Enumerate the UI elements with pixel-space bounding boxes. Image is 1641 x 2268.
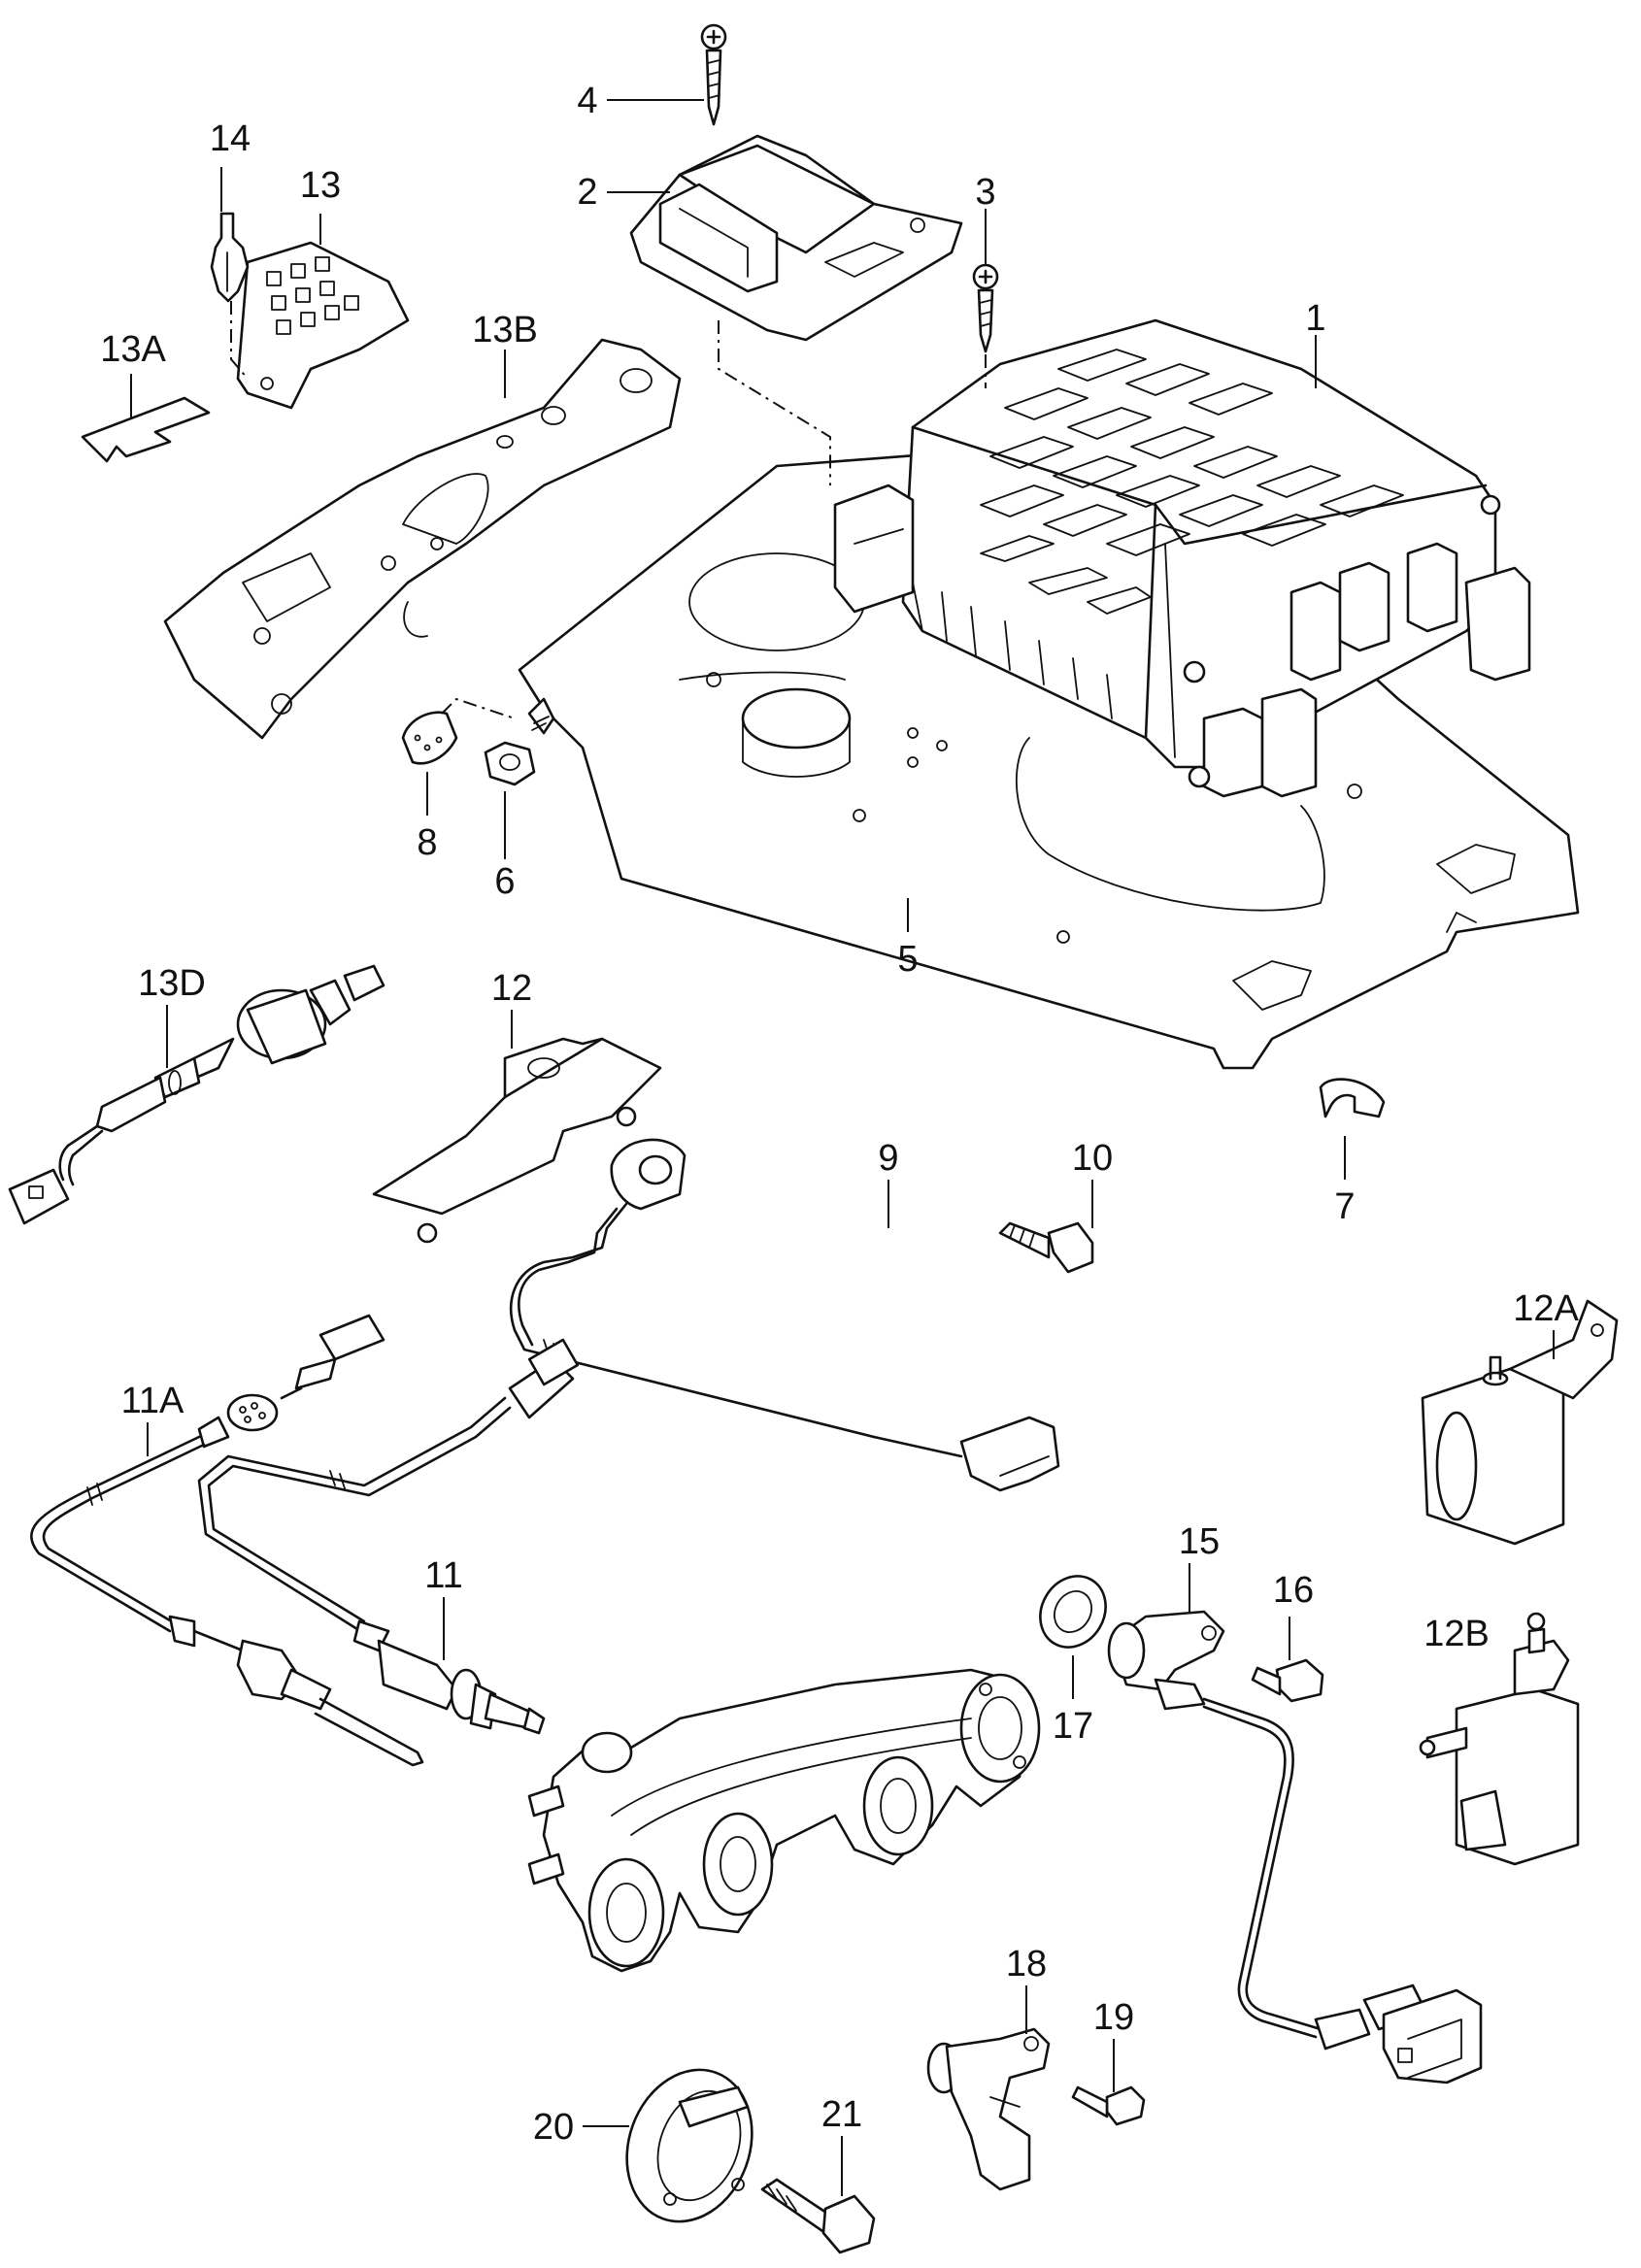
terminal-pin-14 bbox=[210, 212, 250, 303]
rubber-cap-8 bbox=[401, 711, 458, 765]
callout-1: 1 bbox=[1305, 298, 1325, 339]
callout-3: 3 bbox=[975, 172, 995, 213]
bolt-16 bbox=[1251, 1658, 1324, 1703]
bracket-12 bbox=[372, 1037, 662, 1244]
bolt-21 bbox=[760, 2178, 876, 2254]
bolt-19 bbox=[1071, 2085, 1146, 2126]
callout-16: 16 bbox=[1273, 1570, 1314, 1611]
callout-11: 11 bbox=[424, 1555, 462, 1596]
callout-15: 15 bbox=[1179, 1521, 1220, 1562]
washer-17 bbox=[1039, 1575, 1107, 1649]
base-plate bbox=[518, 445, 1580, 1070]
callout-12b: 12B bbox=[1423, 1614, 1490, 1654]
valve-12b bbox=[1419, 1612, 1580, 1866]
callout-13a: 13A bbox=[100, 329, 166, 370]
connector-13 bbox=[236, 241, 410, 410]
knock-sensor-9 bbox=[510, 1138, 1060, 1492]
callout-18: 18 bbox=[1006, 1944, 1047, 1984]
callout-13: 13 bbox=[300, 165, 341, 206]
callout-9: 9 bbox=[878, 1138, 898, 1179]
callout-21: 21 bbox=[821, 2094, 862, 2135]
gasket-13a bbox=[81, 396, 211, 463]
relay-module bbox=[629, 134, 963, 342]
callout-12a: 12A bbox=[1513, 1288, 1579, 1329]
temp-sensor-11a bbox=[30, 1314, 424, 1767]
callout-14: 14 bbox=[210, 118, 251, 159]
callout-4: 4 bbox=[577, 81, 597, 121]
callout-11a: 11A bbox=[121, 1381, 184, 1421]
bolt-10 bbox=[998, 1221, 1094, 1274]
callout-19: 19 bbox=[1093, 1997, 1134, 2038]
callout-5: 5 bbox=[897, 939, 918, 980]
exhaust-manifold bbox=[527, 1668, 1041, 1973]
screw-3 bbox=[972, 263, 999, 353]
sensor-18 bbox=[926, 2027, 1051, 2191]
exhaust-sensor-11 bbox=[197, 1338, 580, 1735]
speed-sensor-15 bbox=[1107, 1610, 1483, 2085]
callout-2: 2 bbox=[577, 172, 597, 213]
control-unit bbox=[833, 318, 1531, 798]
mounting-bracket-13b bbox=[163, 338, 682, 740]
callout-7: 7 bbox=[1334, 1186, 1355, 1227]
callout-6: 6 bbox=[494, 861, 515, 902]
valve-12a bbox=[1421, 1299, 1619, 1546]
nut-6 bbox=[484, 741, 536, 786]
callout-8: 8 bbox=[417, 822, 437, 863]
leader-lines bbox=[130, 99, 1555, 2196]
sender-wheel-20 bbox=[625, 2068, 754, 2223]
callout-20: 20 bbox=[533, 2107, 574, 2148]
callout-17: 17 bbox=[1053, 1706, 1093, 1747]
callout-10: 10 bbox=[1072, 1138, 1113, 1179]
stud-with-nut bbox=[527, 697, 555, 735]
callout-labels: 1 2 3 4 5 6 7 8 9 10 11 11A 12 12A 12B 1… bbox=[100, 81, 1579, 2148]
screw-4 bbox=[700, 23, 727, 126]
callout-13d: 13D bbox=[138, 963, 206, 1004]
callout-13b: 13B bbox=[472, 310, 538, 350]
clip-7 bbox=[1319, 1078, 1386, 1118]
callout-12: 12 bbox=[491, 968, 532, 1009]
sensor-13d bbox=[8, 964, 385, 1225]
